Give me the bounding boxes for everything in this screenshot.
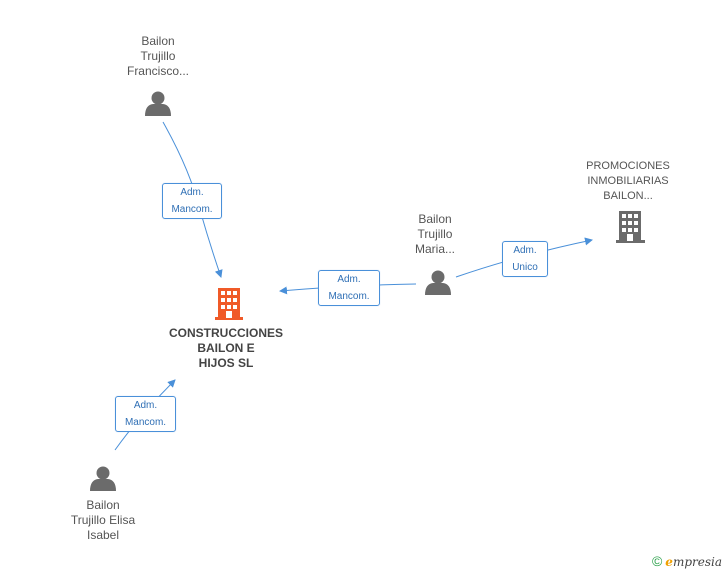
building-icon[interactable]: [214, 288, 243, 320]
node-label-person-maria[interactable]: Bailon Trujillo Maria...: [414, 212, 455, 256]
building-icon[interactable]: [616, 211, 645, 243]
person-icon[interactable]: [425, 270, 451, 296]
node-label-main-company[interactable]: CONSTRUCCIONES BAILON E HIJOS SL: [168, 326, 283, 370]
person-icon[interactable]: [90, 466, 116, 492]
edge-label-elisa-to-main: Adm. Mancom.: [115, 396, 176, 432]
person-icon[interactable]: [145, 91, 171, 117]
node-label-person-elisa[interactable]: Bailon Trujillo Elisa Isabel: [70, 498, 136, 542]
brand-logo: empresia: [665, 555, 722, 569]
copyright-symbol: ©: [651, 553, 663, 569]
copyright-notice: ©empresia: [652, 553, 722, 569]
edge-label-maria-to-promociones: Adm. Unico: [502, 241, 548, 277]
edge-label-maria-to-main: Adm. Mancom.: [318, 270, 380, 306]
node-label-person-francisco[interactable]: Bailon Trujillo Francisco...: [126, 34, 189, 78]
node-label-company-promociones[interactable]: PROMOCIONES INMOBILIARIAS BAILON...: [586, 160, 670, 202]
edge-label-francisco-to-main: Adm. Mancom.: [162, 183, 222, 219]
